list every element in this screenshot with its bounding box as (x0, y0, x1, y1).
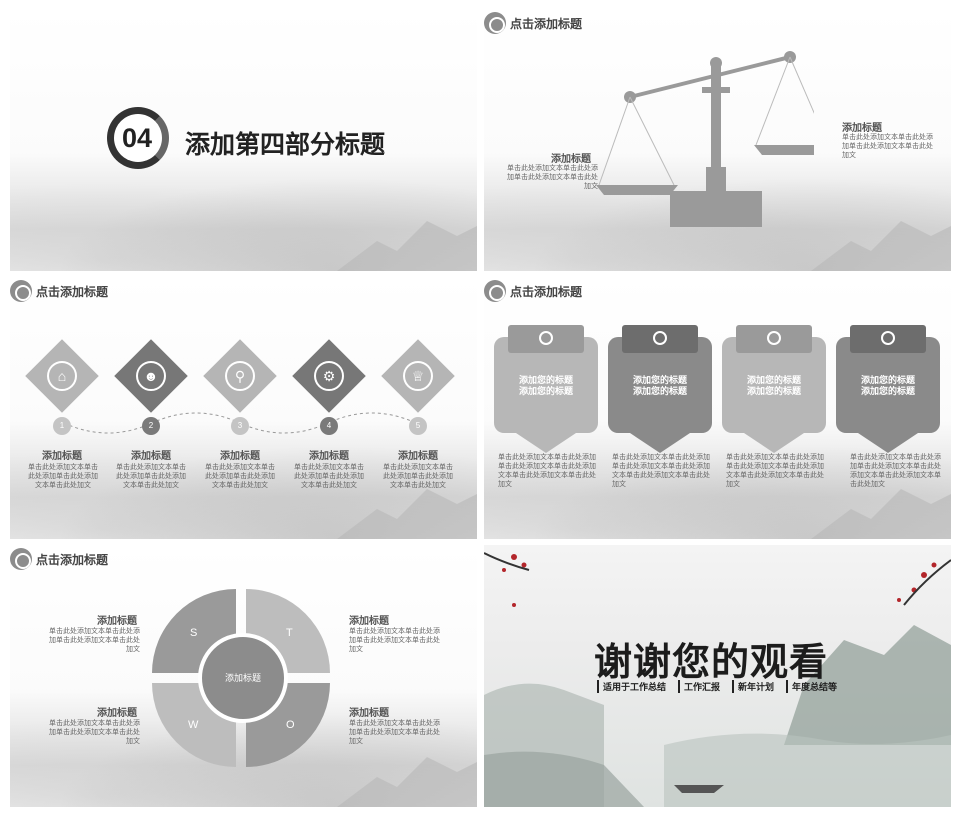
mountain-illustration (337, 757, 477, 807)
swot-t-letter: T (286, 627, 293, 639)
left-title: 添加标题 (551, 154, 591, 165)
block-1-title: 添加标题 (97, 616, 137, 627)
block-3-title: 添加标题 (97, 708, 137, 719)
home-icon: ⌂ (47, 361, 77, 391)
mountain-illustration (337, 221, 477, 271)
right-title: 添加标题 (842, 123, 882, 134)
slide-header: 点击添加标题 (10, 548, 108, 570)
logo-icon (10, 548, 32, 570)
step-3-text: 单击此处添加文本单击此处添加单击此处添加文本单击此处加文 (205, 464, 275, 489)
header-label: 点击添加标题 (510, 16, 583, 31)
balance-scale-icon (596, 51, 814, 227)
clipboard-icon (622, 325, 698, 353)
header-label: 点击添加标题 (510, 284, 583, 299)
step-3-number: 3 (231, 417, 249, 435)
mountain-illustration (811, 489, 951, 539)
card-3-text: 单击此处添加文本单击此处添加单击此处添加文本单击此处添加文本单击此处添加文本单击… (726, 454, 824, 488)
logo-icon (484, 280, 506, 302)
card-4[interactable]: 添加您的标题添加您的标题 (836, 325, 940, 453)
users-icon: ☻ (136, 361, 166, 391)
step-4-text: 单击此处添加文本单击此处添加单击此处添加文本单击此处加文 (294, 464, 364, 489)
card-4-line2: 添加您的标题 (860, 386, 915, 396)
landscape-illustration (484, 552, 951, 807)
slide-cards[interactable]: 点击添加标题 添加您的标题添加您的标题 单击此处添加文本单击此处添加单击此处添加… (484, 277, 951, 539)
thanks-title: 谢谢您的观看 (594, 642, 829, 684)
block-2-title: 添加标题 (349, 616, 389, 627)
card-1-text: 单击此处添加文本单击此处添加单击此处添加文本单击此处添加文本单击此处添加文本单击… (498, 454, 596, 488)
block-1-text: 单击此处添加文本单击此处添加单击此处添加文本单击此处加文 (49, 628, 140, 653)
slide-scale[interactable]: 点击添加标题 添加标题 单击此处添加文本单击此处添加单击此处添加文本单击此处加文… (484, 9, 951, 271)
card-4-line1: 添加您的标题 (860, 375, 915, 385)
step-4-number: 4 (320, 417, 338, 435)
trophy-icon: ♕ (403, 361, 433, 391)
award-icon (850, 325, 926, 353)
block-3-text: 单击此处添加文本单击此处添加单击此处添加文本单击此处加文 (49, 720, 140, 745)
step-2-diamond[interactable]: ☻ (114, 339, 188, 413)
mountain-illustration (811, 221, 951, 271)
section-number: 04 (122, 123, 153, 153)
right-text: 单击此处添加文本单击此处添加单击此处添加文本单击此处加文 (842, 134, 933, 159)
step-1-diamond[interactable]: ⌂ (25, 339, 99, 413)
monitor-icon (736, 325, 812, 353)
mountain-illustration (337, 489, 477, 539)
step-2-number: 2 (142, 417, 160, 435)
card-3-line1: 添加您的标题 (746, 375, 801, 385)
tag-item: 适用于工作总结 (597, 680, 666, 693)
slide-header: 点击添加标题 (10, 280, 108, 302)
card-1[interactable]: 添加您的标题添加您的标题 (494, 325, 598, 453)
card-3-line2: 添加您的标题 (746, 386, 801, 396)
ink-circle (107, 107, 169, 169)
step-5-number: 5 (409, 417, 427, 435)
header-label: 点击添加标题 (36, 284, 109, 299)
logo-icon (484, 12, 506, 34)
target-icon (508, 325, 584, 353)
tag-item: 年度总结等 (786, 680, 837, 693)
step-5-title: 添加标题 (398, 451, 438, 462)
slide-header: 点击添加标题 (484, 12, 582, 34)
swot-o-letter: O (286, 719, 295, 731)
tag-list: 适用于工作总结 工作汇报 新年计划 年度总结等 (597, 680, 837, 693)
card-1-line2: 添加您的标题 (518, 386, 573, 396)
step-1-text: 单击此处添加文本单击此处添加单击此处添加文本单击此处加文 (28, 464, 98, 489)
card-2[interactable]: 添加您的标题添加您的标题 (608, 325, 712, 453)
step-4-title: 添加标题 (309, 451, 349, 462)
card-1-line1: 添加您的标题 (518, 375, 573, 385)
left-text: 单击此处添加文本单击此处添加单击此处添加文本单击此处加文 (507, 165, 598, 190)
step-5-diamond[interactable]: ♕ (381, 339, 455, 413)
swot-s-letter: S (190, 627, 198, 639)
gear-icon: ⚙ (314, 361, 344, 391)
slide-header: 点击添加标题 (484, 280, 582, 302)
tag-item: 新年计划 (732, 680, 774, 693)
card-2-text: 单击此处添加文本单击此处添加单击此处添加文本单击此处添加文本单击此处添加文本单击… (612, 454, 710, 488)
swot-center: 添加标题 (198, 633, 288, 723)
card-2-line2: 添加您的标题 (632, 386, 687, 396)
card-4-text: 单击此处添加文本单击此处添加单击此处添加文本单击此处添加文本单击此处添加文本单击… (850, 454, 941, 488)
step-5-text: 单击此处添加文本单击此处添加单击此处添加文本单击此处加文 (383, 464, 453, 489)
tag-item: 工作汇报 (678, 680, 720, 693)
step-3-diamond[interactable]: ⚲ (203, 339, 277, 413)
slide-section-title[interactable]: 04 添加第四部分标题 (10, 9, 477, 271)
step-1-number: 1 (53, 417, 71, 435)
section-title: 添加第四部分标题 (185, 131, 386, 159)
block-4-text: 单击此处添加文本单击此处添加单击此处添加文本单击此处加文 (349, 720, 440, 745)
step-2-title: 添加标题 (131, 451, 171, 462)
slide-steps[interactable]: 点击添加标题 ⌂ 1 添加标题 单击此处添加文本单击此处添加单击此处添加文本单击… (10, 277, 477, 539)
search-icon: ⚲ (225, 361, 255, 391)
slide-thanks[interactable]: 谢谢您的观看 适用于工作总结 工作汇报 新年计划 年度总结等 (484, 545, 951, 807)
header-label: 点击添加标题 (36, 552, 109, 567)
logo-icon (10, 280, 32, 302)
step-2-text: 单击此处添加文本单击此处添加单击此处添加文本单击此处加文 (116, 464, 186, 489)
step-4-diamond[interactable]: ⚙ (292, 339, 366, 413)
card-2-line1: 添加您的标题 (632, 375, 687, 385)
step-1-title: 添加标题 (42, 451, 82, 462)
block-4-title: 添加标题 (349, 708, 389, 719)
block-2-text: 单击此处添加文本单击此处添加单击此处添加文本单击此处加文 (349, 628, 440, 653)
card-3[interactable]: 添加您的标题添加您的标题 (722, 325, 826, 453)
slide-swot[interactable]: 点击添加标题 S T W O 添加标题 添加标题 单击此处添加文本单击此处添加单… (10, 545, 477, 807)
step-3-title: 添加标题 (220, 451, 260, 462)
swot-w-letter: W (188, 719, 199, 731)
